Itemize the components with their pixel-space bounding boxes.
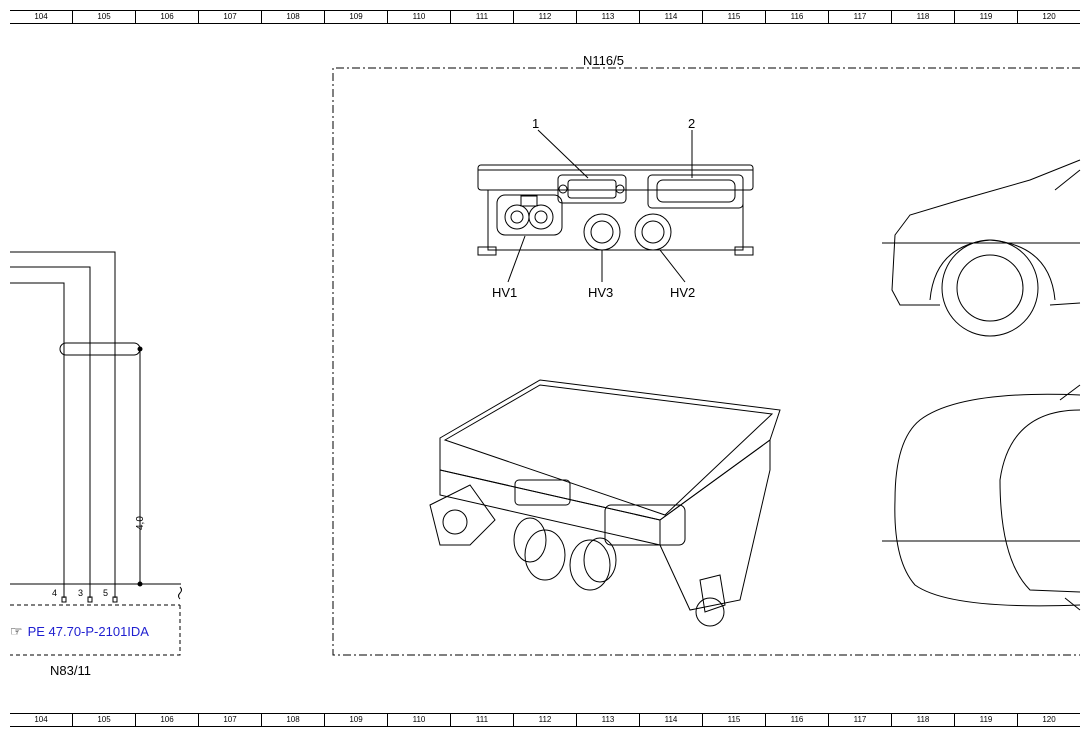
ruler-column-119: 119: [954, 714, 1017, 726]
ruler-column-120: 120: [1017, 714, 1080, 726]
wire-pin-4: [10, 282, 65, 598]
reference-text: PE 47.70-P-2101IDA: [27, 624, 149, 639]
callout-hv2: HV2: [670, 285, 696, 300]
wire-pin-3: [10, 266, 91, 598]
ruler-column-113: 113: [576, 11, 639, 23]
ruler-column-117: 117: [828, 11, 891, 23]
ruler-column-110: 110: [387, 714, 450, 726]
callout-hv3: HV3: [588, 285, 614, 300]
pin-label-3: 3: [78, 588, 84, 598]
ruler-column-106: 106: [135, 714, 198, 726]
ruler-column-108: 108: [261, 11, 324, 23]
ruler-column-109: 109: [324, 11, 387, 23]
ruler-column-114: 114: [639, 714, 702, 726]
ruler-column-119: 119: [954, 11, 1017, 23]
ruler-column-116: 116: [765, 714, 828, 726]
vehicle-front-view: [882, 384, 1081, 611]
callout-hv1: HV1: [492, 285, 518, 300]
pin-label-5: 5: [103, 588, 109, 598]
ruler-column-110: 110: [387, 11, 450, 23]
wire-pin-5: [10, 251, 116, 598]
unit-front-view: [477, 129, 754, 283]
ruler-column-111: 111: [450, 11, 513, 23]
ruler-column-105: 105: [72, 714, 135, 726]
cable-shield: [59, 342, 141, 356]
ruler-column-117: 117: [828, 714, 891, 726]
vehicle-side-view: [882, 159, 1081, 337]
ruler-column-118: 118: [891, 714, 954, 726]
ruler-column-120: 120: [1017, 11, 1080, 23]
callout-1: 1: [532, 116, 540, 131]
reference-link[interactable]: ☞ PE 47.70-P-2101IDA: [10, 623, 149, 640]
wire-size-label: 4,0: [135, 516, 146, 530]
ruler-column-105: 105: [72, 11, 135, 23]
ruler-column-112: 112: [513, 714, 576, 726]
ruler-column-108: 108: [261, 714, 324, 726]
ruler-column-116: 116: [765, 11, 828, 23]
unit-isometric-view: [429, 379, 781, 627]
ruler-column-111: 111: [450, 714, 513, 726]
ruler-column-115: 115: [702, 11, 765, 23]
ruler-column-118: 118: [891, 11, 954, 23]
ruler-column-106: 106: [135, 11, 198, 23]
component-box-n116-5: [332, 67, 1080, 656]
component-label-n116-5: N116/5: [583, 53, 624, 68]
pointing-hand-icon: ☞: [10, 623, 23, 639]
ruler-column-107: 107: [198, 714, 261, 726]
pin-label-4: 4: [52, 588, 58, 598]
ruler-column-107: 107: [198, 11, 261, 23]
ruler-column-113: 113: [576, 714, 639, 726]
component-label-n83-11: N83/11: [50, 663, 91, 678]
ruler-column-112: 112: [513, 11, 576, 23]
connector-box-n83-11: [10, 604, 181, 656]
ruler-column-115: 115: [702, 714, 765, 726]
ruler-column-104: 104: [34, 715, 48, 724]
ruler-column-109: 109: [324, 714, 387, 726]
ruler-column-114: 114: [639, 11, 702, 23]
callout-2: 2: [688, 116, 696, 131]
ruler-column-104: 104: [34, 12, 48, 21]
